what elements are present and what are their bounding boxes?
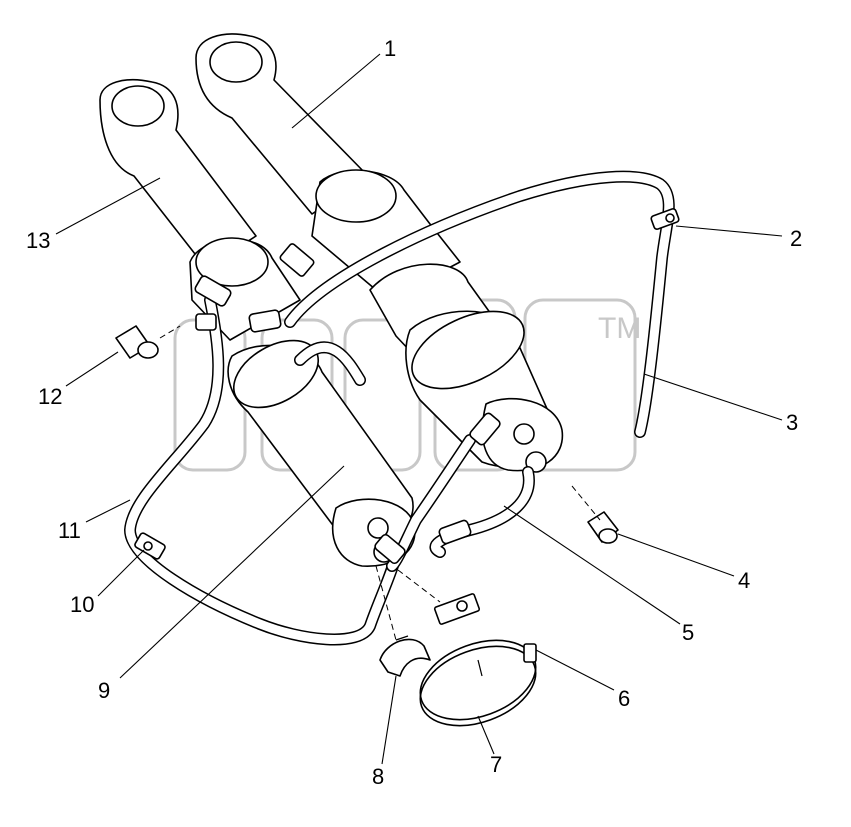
part-7-band-clamp <box>419 639 537 727</box>
leader-lines <box>55 53 783 765</box>
part-11-hose-left <box>124 294 403 646</box>
assembly-center-lines <box>159 325 601 641</box>
part-1-cylinder-rear <box>195 33 564 473</box>
part-10-clamp <box>134 532 166 560</box>
part-5-hose-lower <box>429 466 535 558</box>
callout-7: 7 <box>490 752 502 777</box>
callout-10: 10 <box>70 592 94 617</box>
hose-fittings <box>194 243 501 565</box>
callout-1: 1 <box>384 36 396 61</box>
part-2-clamp <box>650 208 680 230</box>
callout-13: 13 <box>26 228 50 253</box>
part-4-elbow-fitting <box>587 511 619 544</box>
part-6-clamp-screw <box>433 593 481 625</box>
callout-11: 11 <box>58 518 81 543</box>
part-8-bracket <box>379 635 431 677</box>
callout-5: 5 <box>682 620 694 645</box>
part-13-cylinder-front <box>99 78 416 567</box>
callout-3: 3 <box>786 410 798 435</box>
callout-4: 4 <box>738 568 750 593</box>
callout-2: 2 <box>790 226 802 251</box>
part-12-elbow-fitting <box>115 325 159 359</box>
callout-labels: 1 2 3 4 5 6 7 8 9 10 11 12 13 <box>26 36 802 789</box>
part-3-hose-upper <box>284 170 675 438</box>
callout-9: 9 <box>98 678 110 703</box>
watermark-trademark: TM <box>598 312 641 345</box>
callout-8: 8 <box>372 764 384 789</box>
callout-6: 6 <box>618 686 630 711</box>
callout-12: 12 <box>38 384 62 409</box>
